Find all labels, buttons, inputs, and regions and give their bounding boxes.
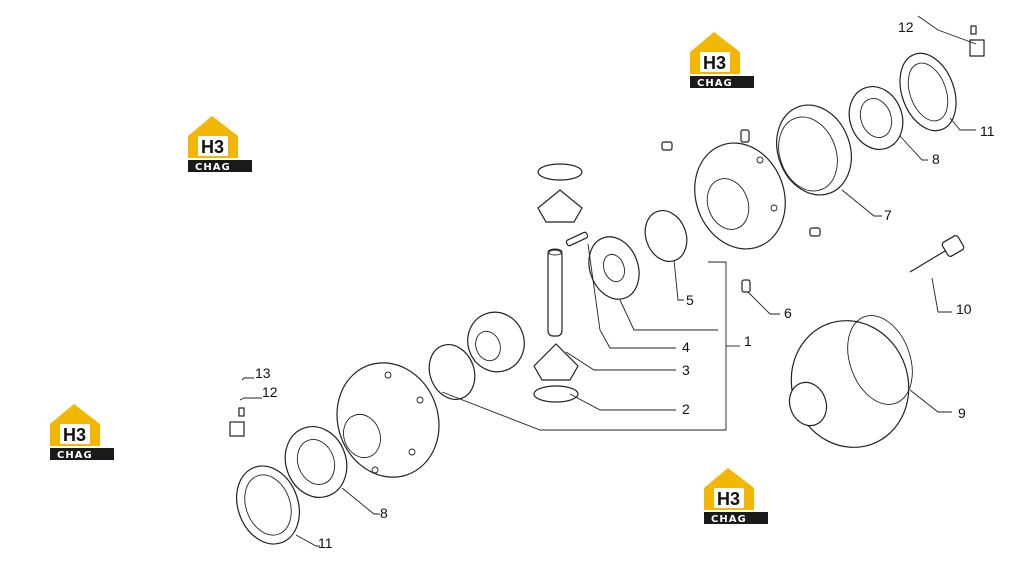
bearing-part-left [284, 426, 348, 498]
spider-shaft-part [547, 248, 563, 337]
watermark-logo: H3 CHAG [188, 116, 252, 173]
svg-text:H3: H3 [63, 425, 86, 445]
callout-label: 6 [784, 305, 792, 321]
side-gear-part-left [467, 311, 525, 373]
svg-text:CHAG: CHAG [195, 162, 231, 173]
screw-part [661, 129, 821, 293]
leader-lines [239, 15, 977, 547]
callout-label: 3 [682, 362, 690, 378]
snap-ring-part-left [236, 465, 300, 545]
housing-half-part-right [694, 142, 786, 250]
svg-text:H3: H3 [201, 137, 224, 157]
pinion-gear-part-top [537, 163, 583, 223]
svg-text:H3: H3 [717, 489, 740, 509]
watermark-logo: H3 CHAG [50, 404, 114, 461]
callout-label: 8 [380, 505, 388, 521]
callout-label: 1 [744, 333, 752, 349]
callout-label: 11 [318, 535, 333, 551]
thrust-washer-part-left [428, 344, 476, 400]
differential-assembly-part [788, 315, 913, 448]
callout-label: 12 [898, 19, 914, 35]
callout-label: 2 [682, 401, 690, 417]
bolt-part [909, 235, 965, 273]
callout-label: 8 [932, 151, 940, 167]
callout-label: 13 [255, 365, 271, 381]
callout-label: 10 [956, 301, 972, 317]
svg-text:CHAG: CHAG [711, 514, 747, 525]
ring-part [776, 104, 852, 196]
side-gear-part-right [588, 236, 640, 300]
pin-part [565, 231, 589, 247]
callout-label: 12 [262, 384, 278, 400]
svg-text:CHAG: CHAG [57, 450, 93, 461]
callout-label: 11 [980, 123, 995, 139]
thrust-washer-part-right [644, 210, 688, 262]
pinion-gear-part-bottom [533, 343, 579, 403]
watermark-logo: H3 CHAG [690, 32, 754, 89]
snap-ring-part-right [899, 52, 957, 132]
lock-plate-part-right [969, 25, 985, 57]
svg-text:CHAG: CHAG [697, 78, 733, 89]
callout-label: 9 [958, 405, 966, 421]
housing-half-part-left [336, 362, 440, 478]
callout-label: 7 [884, 207, 892, 223]
watermark-logo: H3 CHAG [704, 468, 768, 525]
lock-plate-part-left [229, 407, 245, 437]
callout-label: 5 [686, 292, 694, 308]
bearing-part-right [848, 86, 904, 150]
callout-label: 4 [682, 339, 690, 355]
svg-text:H3: H3 [703, 53, 726, 73]
